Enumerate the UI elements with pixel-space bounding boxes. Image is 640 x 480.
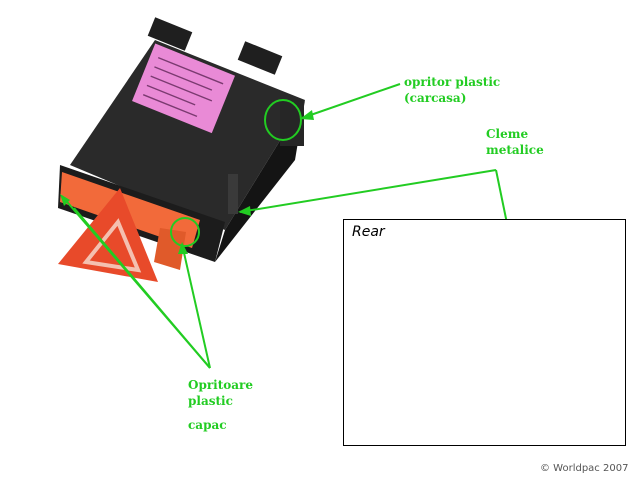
- button-tab-right: [154, 228, 186, 270]
- label-opritoare-plastic: Opritoare plastic: [188, 377, 253, 409]
- hazard-button: [58, 172, 200, 282]
- arrowhead-opritoare-1: [60, 194, 70, 206]
- highlight-circle-latch: [264, 99, 302, 141]
- inset-title: Rear: [352, 224, 385, 240]
- label-line: (carcasa): [404, 91, 467, 105]
- label-cleme-metalice: Cleme metalice: [486, 126, 544, 158]
- label-line: Cleme: [486, 127, 529, 141]
- label-line: metalice: [486, 143, 544, 157]
- label-opritor-plastic: opritor plastic (carcasa): [404, 74, 500, 106]
- arrowhead-opritor: [300, 110, 314, 120]
- arrow-opritoare-2: [181, 243, 211, 369]
- side-metal-clip: [228, 174, 238, 214]
- arrow-opritoare-3: [73, 207, 211, 369]
- label-line: plastic: [188, 394, 233, 408]
- arrow-cleme-main: [239, 169, 497, 213]
- rear-view-inset: Rear: [343, 219, 626, 446]
- rear-clip-right: [237, 41, 283, 75]
- rear-clip-left: [147, 17, 193, 51]
- hazard-switch: [58, 17, 305, 282]
- copyright-text: © Worldpac 2007: [540, 463, 629, 474]
- label-line: Opritoare: [188, 378, 254, 392]
- label-sticker: [132, 43, 236, 134]
- highlight-circle-clip: [170, 217, 200, 247]
- housing-top-face: [70, 40, 305, 230]
- arrowhead-cleme-main: [238, 206, 251, 216]
- arrowhead-opritoare-2: [178, 242, 188, 254]
- arrow-opritor: [301, 83, 401, 119]
- label-line: opritor plastic: [404, 75, 501, 89]
- label-capac: capac: [188, 418, 227, 432]
